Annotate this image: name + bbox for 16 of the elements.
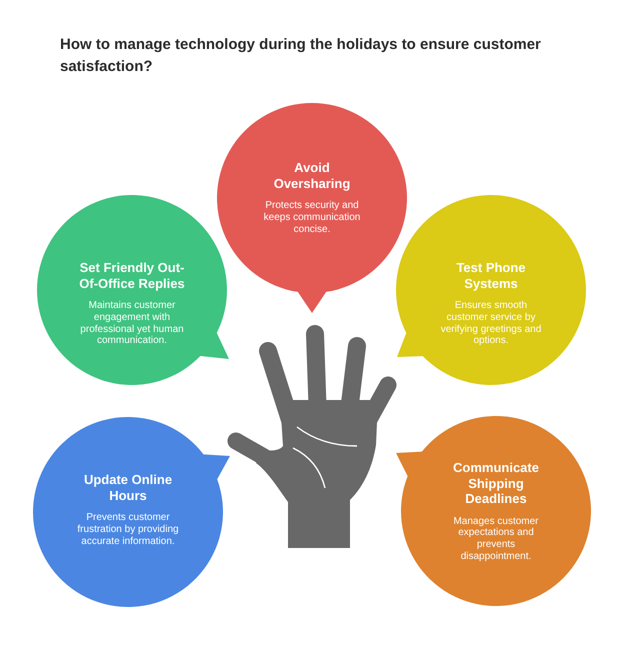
bubble-heading: Update Online Hours (82, 472, 174, 503)
bubble-text: Maintains customer engagement with professional yet human communication. (79, 300, 185, 348)
bubble-text: Ensures smooth customer service by verifying greetings and options. (440, 300, 542, 348)
bubble-heading: Avoid Oversharing (272, 160, 352, 191)
bubble-heading: Set Friendly Out-Of-Office Replies (78, 260, 186, 291)
speech-bubble (32, 416, 231, 608)
speech-bubble (216, 102, 408, 314)
speech-bubble (395, 415, 592, 607)
bubble-text: Manages customer expectations and prevents disappointment. (452, 516, 540, 563)
bubble-heading: Communicate Shipping Deadlines (452, 460, 540, 506)
bubble-heading: Test Phone Systems (455, 260, 527, 291)
bubble-text: Protects security and keeps communication concise. (262, 200, 362, 236)
bubble-text: Prevents customer frustration by providing accurate information. (76, 512, 180, 548)
speech-bubble (36, 194, 230, 386)
title: How to manage technology during the holidays to ensure customer satisfaction? (60, 35, 542, 77)
speech-bubble (395, 194, 587, 386)
